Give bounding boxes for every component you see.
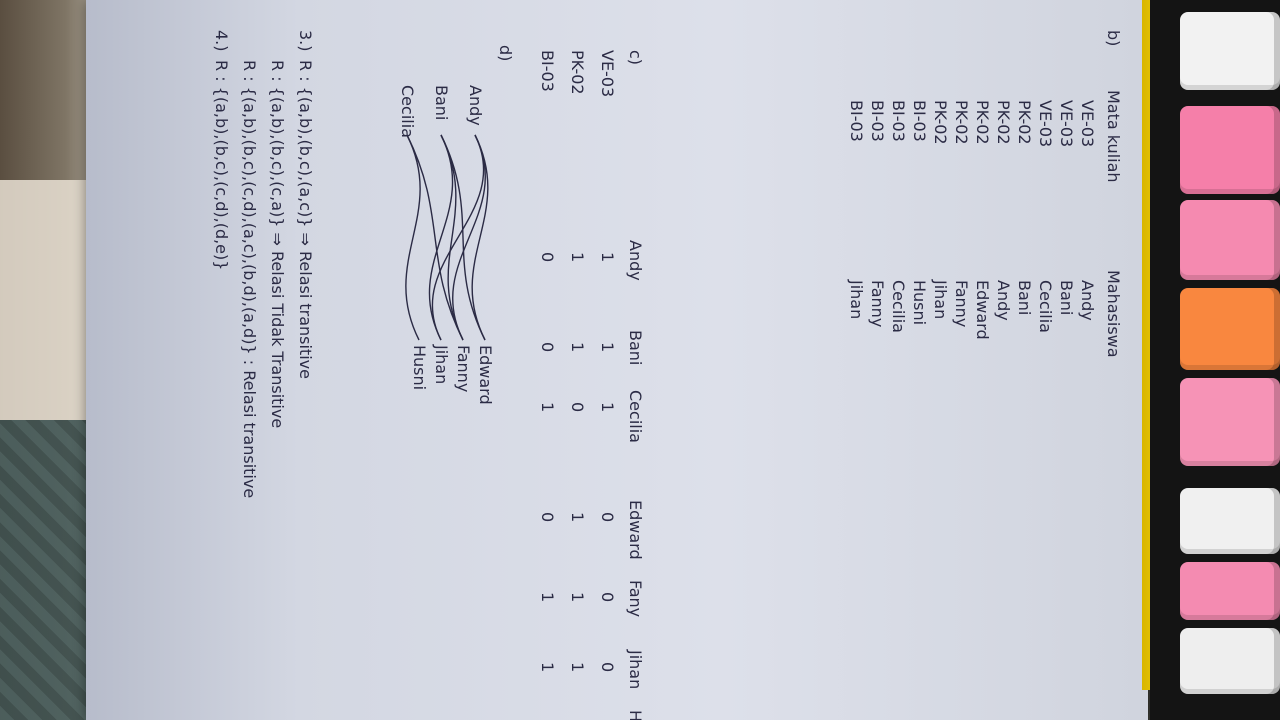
matrix-cell: 1 [598,342,617,352]
matrix-cell: 0 [538,252,557,262]
graph-node-left: Cecilia [398,85,417,138]
answer-line: R : {(a,b),(b,c),(c,a)} ⇒ Relasi Tidak T… [268,60,287,428]
enrollment-course: PK-02 [1015,100,1034,145]
answer-line: R : {(a,b),(b,c),(a,c)} ⇒ Relasi transit… [296,60,315,379]
graph-edge [431,134,485,341]
keycap-pink [1180,200,1280,280]
enrollment-student: Bani [1057,280,1076,315]
matrix-cell: 1 [568,252,587,262]
answer-number: 3.) [296,30,315,52]
matrix-cell: 0 [598,662,617,672]
enrollment-course: VE-03 [1036,100,1055,147]
matrix-row-label: BI-03 [538,50,557,92]
graph-node-right: Edward [476,345,495,405]
matrix-cell: 1 [598,252,617,262]
keycap-white [1180,628,1280,694]
enrollment-student: Jihan [931,279,950,319]
matrix-cell: 1 [538,662,557,672]
matrix-cell: 1 [568,592,587,602]
matrix-cell: 1 [568,512,587,522]
enrollment-student: Cecilia [1036,280,1055,333]
graph-edge [406,134,464,341]
graph-edge [428,134,454,341]
enrollment-student: Fanny [952,280,971,327]
part-b-label: b) [1104,30,1123,46]
keycap-pink [1180,378,1280,466]
keycap-pink [1180,562,1280,620]
enrollment-student: Bani [1015,280,1034,315]
enrollment-student: Jihan [847,279,866,319]
enrollment-course: PK-02 [952,100,971,145]
matrix-cell: 0 [568,402,587,412]
keycap-white [1180,12,1280,90]
matrix-cell: 1 [568,662,587,672]
graph-node-right: Fanny [454,345,473,392]
graph-edge [452,134,486,341]
answer-number: 4.) [212,30,231,52]
patterned-cloth [0,420,100,720]
enrollment-course: PK-02 [973,100,992,145]
matrix-cell: 0 [538,342,557,352]
enrollment-course: BI-03 [910,100,929,142]
enrollment-student: Fanny [868,280,887,327]
enrollment-course: BI-03 [868,100,887,142]
matrix-column-header: Jihan [626,649,645,689]
matrix-row-label: VE-03 [598,50,617,97]
matrix-cell: 1 [598,402,617,412]
keycap-white [1180,488,1280,554]
graph-node-left: Bani [432,85,451,120]
matrix-column-header: Edward [626,500,645,560]
matrix-column-header: Cecilia [626,390,645,443]
graph-edge [471,134,489,341]
matrix-cell: 1 [538,402,557,412]
enrollment-course: BI-03 [889,100,908,142]
graph-edge [405,134,421,341]
fabric-cloth [0,180,95,420]
enrollment-course: VE-03 [1057,100,1076,147]
enrollment-course: BI-03 [847,100,866,142]
enrollment-course: PK-02 [994,100,1013,145]
matrix-cell: 0 [538,512,557,522]
enrollment-course: PK-02 [931,100,950,145]
matrix-cell: 1 [538,592,557,602]
header-student: Mahasiswa [1104,270,1123,358]
enrollment-student: Cecilia [889,280,908,333]
matrix-cell: 0 [598,512,617,522]
matrix-row-label: PK-02 [568,50,587,95]
enrollment-course: VE-03 [1078,100,1097,147]
graph-node-left: Andy [466,85,485,126]
enrollment-student: Husni [910,280,929,325]
header-course: Mata kuliah [1104,90,1123,183]
graph-edge [440,134,486,341]
enrollment-student: Andy [994,280,1013,321]
enrollment-student: Andy [1078,280,1097,321]
matrix-column-header: Bani [626,330,645,365]
matrix-column-header: Husni [626,710,645,720]
part-d-label: d) [496,45,515,61]
graph-node-right: Jihan [432,344,451,384]
graph-node-right: Husni [410,345,429,390]
keycap-orange [1180,288,1280,370]
answer-line: R : {(a,b),(b,c),(c,d),(d,e)} [212,60,231,270]
notebook-paper [86,0,1148,720]
matrix-cell: 1 [568,342,587,352]
part-c-label: c) [626,50,645,65]
matrix-column-header: Fany [626,580,645,617]
matrix-cell: 0 [598,592,617,602]
enrollment-student: Edward [973,280,992,340]
answer-line: R : {(a,b),(b,c),(c,d),(a,c),(b,d),(a,d)… [240,60,259,498]
matrix-column-header: Andy [626,240,645,281]
graph-edge [440,134,464,341]
keycap-pink [1180,106,1280,194]
